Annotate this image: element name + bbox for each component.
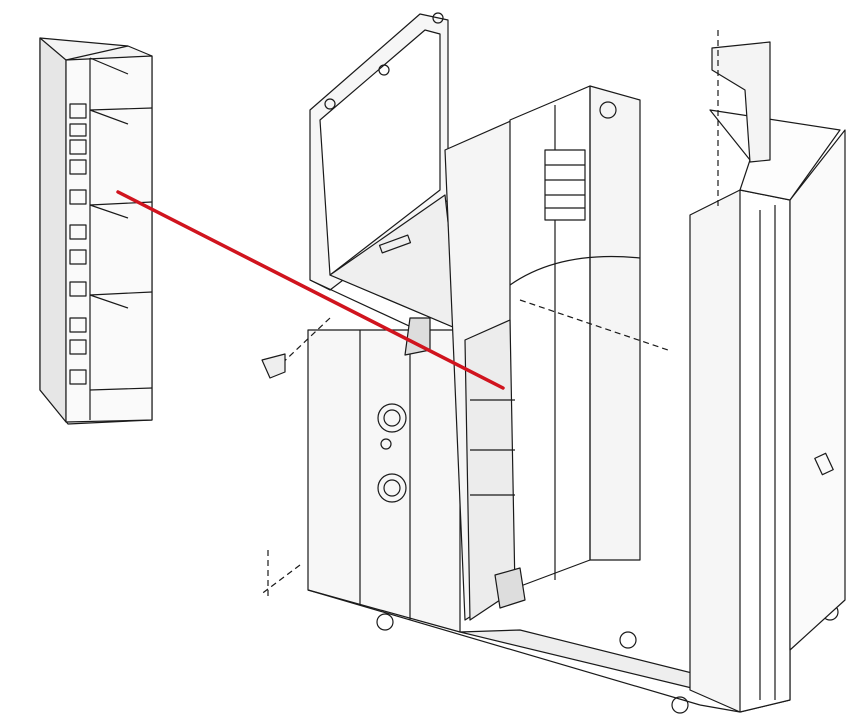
callout-line: [116, 190, 505, 390]
top-door-frame: [309, 12, 461, 346]
terminal-block: [544, 149, 586, 221]
rack-module-detail: [39, 37, 153, 425]
top-bracket: [711, 41, 771, 163]
caster-wheel: [671, 696, 689, 714]
cabinet-inner-column: [444, 85, 641, 621]
cabinet-body: [307, 329, 839, 714]
right-side-panel: [689, 30, 846, 713]
connector-1: [69, 139, 87, 155]
caster-wheel: [376, 613, 394, 631]
